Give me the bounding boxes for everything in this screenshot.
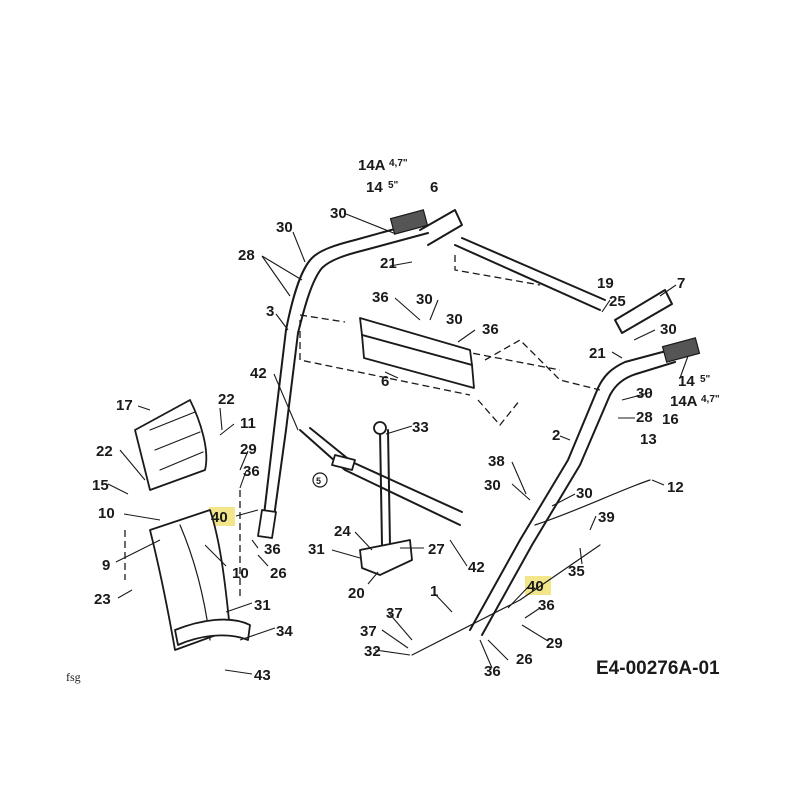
- callout-c37-a: 37: [386, 605, 403, 622]
- callout-size-c14a-top: 4,7": [389, 158, 408, 169]
- callout-c17: 17: [116, 397, 133, 414]
- callout-c29-b: 29: [546, 635, 563, 652]
- corner-mark: fsg: [66, 670, 81, 684]
- callout-c22-a: 22: [218, 391, 235, 408]
- callout-c5-circle: 5: [316, 476, 321, 486]
- callout-c22-b: 22: [96, 443, 113, 460]
- callout-c26-b: 26: [516, 651, 533, 668]
- callout-c39: 39: [598, 509, 615, 526]
- callout-c30-b: 30: [276, 219, 293, 236]
- callout-c36-f: 36: [484, 663, 501, 680]
- callout-c30-e: 30: [660, 321, 677, 338]
- callout-c28-b: 28: [636, 409, 653, 426]
- callout-c11: 11: [240, 415, 256, 432]
- callout-c13: 13: [640, 431, 657, 448]
- callout-size-c14a-right: 4,7": [701, 394, 720, 405]
- callout-c27: 27: [428, 541, 445, 558]
- callout-c21-b: 21: [589, 345, 606, 362]
- callout-c15: 15: [92, 477, 109, 494]
- callout-c29-a: 29: [240, 441, 257, 458]
- document-code: E4-00276A-01: [596, 658, 720, 679]
- callout-c33: 33: [412, 419, 429, 436]
- top-grip: [354, 209, 429, 251]
- callout-c40-b: 40: [527, 578, 544, 595]
- callout-c25: 25: [609, 293, 626, 310]
- callout-c36-e: 36: [538, 597, 555, 614]
- callout-c34: 34: [276, 623, 293, 640]
- callout-c30-g: 30: [484, 477, 501, 494]
- center-panel: [299, 317, 601, 427]
- callout-c14a-top: 14A: [358, 157, 386, 174]
- callout-c6-top: 6: [430, 179, 438, 196]
- callout-c20: 20: [348, 585, 365, 602]
- callout-size-c14-right: 5": [700, 374, 711, 385]
- callout-c37-b: 37: [360, 623, 377, 640]
- callout-size-c14-top: 5": [388, 180, 399, 191]
- callout-c36-b: 36: [482, 321, 499, 338]
- callout-c24: 24: [334, 523, 351, 540]
- chute: [124, 490, 251, 651]
- callout-c16: 16: [662, 411, 679, 428]
- callout-c30-a: 30: [330, 205, 347, 222]
- callout-c36-a: 36: [372, 289, 389, 306]
- upper-handle-left-tube: [257, 239, 366, 539]
- callout-c42-b: 42: [468, 559, 485, 576]
- callout-c40-a: 40: [211, 509, 228, 526]
- right-bar: [614, 289, 673, 334]
- callout-c1: 1: [430, 583, 438, 600]
- callout-c36-d: 36: [264, 541, 281, 558]
- callout-c42-a: 42: [250, 365, 267, 382]
- callout-c21-a: 21: [380, 255, 397, 272]
- callout-c9: 9: [102, 557, 110, 574]
- control-bracket: [312, 421, 413, 576]
- callout-c7: 7: [677, 275, 685, 292]
- callout-c36-c: 36: [243, 463, 260, 480]
- callout-c43: 43: [254, 667, 271, 684]
- callout-c6-mid: 6: [381, 373, 389, 390]
- callout-c38: 38: [488, 453, 505, 470]
- callout-c2: 2: [552, 427, 560, 444]
- callout-c14-top: 14: [366, 179, 383, 196]
- callout-c32: 32: [364, 643, 381, 660]
- callout-c30-c: 30: [416, 291, 433, 308]
- leader-lines: [107, 213, 689, 675]
- callout-c31-a: 31: [308, 541, 325, 558]
- upper-handle-right-tube: [469, 337, 701, 636]
- chute-deflector: [134, 399, 208, 491]
- callout-c28-a: 28: [238, 247, 255, 264]
- callout-c23: 23: [94, 591, 111, 608]
- callout-c3: 3: [266, 303, 274, 320]
- callout-c10-b: 10: [232, 565, 249, 582]
- callout-c31-b: 31: [254, 597, 271, 614]
- callout-c26-a: 26: [270, 565, 287, 582]
- callout-c30-f: 30: [636, 385, 653, 402]
- callout-c35: 35: [568, 563, 585, 580]
- callout-c14a-right: 14A: [670, 393, 698, 410]
- callout-c12: 12: [667, 479, 684, 496]
- highlight-box-40-left: [209, 507, 235, 526]
- callout-c14-right: 14: [678, 373, 695, 390]
- callout-c30-d: 30: [446, 311, 463, 328]
- highlight-box-40-right: [525, 576, 551, 595]
- callout-c10-a: 10: [98, 505, 115, 522]
- callout-c30-h: 30: [576, 485, 593, 502]
- callout-c19: 19: [597, 275, 614, 292]
